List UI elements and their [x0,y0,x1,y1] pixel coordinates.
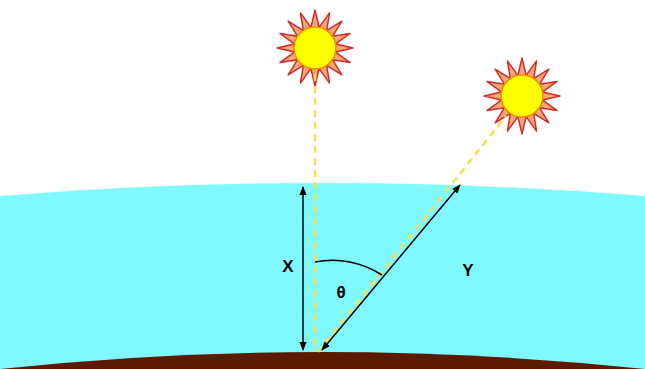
length-label: X [282,258,293,275]
length-label: Y [462,262,473,279]
angle-label: θ [336,284,345,301]
sun-ray [314,74,317,352]
path-length-arrow [322,185,460,350]
sun [484,58,560,134]
path-length-arrow [302,187,304,350]
angle-arc [315,260,382,275]
sun-disc [501,75,543,117]
atmosphere [0,183,645,369]
ground [0,352,645,369]
sun-disc [294,27,336,69]
sun-ray [318,116,506,352]
sun-rays [484,58,560,134]
